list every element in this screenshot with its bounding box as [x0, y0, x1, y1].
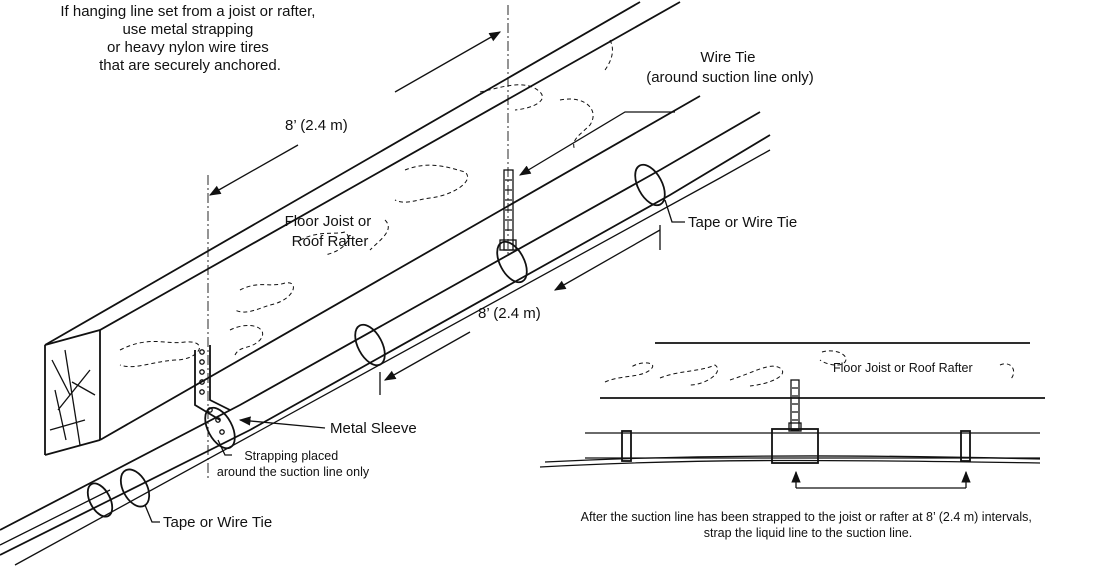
- dimension-arrow-upper-right: [394, 31, 502, 93]
- leader-strapping: [217, 439, 232, 456]
- inset-diagram: [539, 342, 1045, 489]
- dimension-arrow-lower-left: [383, 331, 471, 381]
- leader-metal-sleeve: [238, 416, 326, 429]
- strapping-label: Strapping placed around the suction line…: [217, 449, 370, 479]
- metal-sleeve-label: Metal Sleeve: [330, 420, 417, 437]
- leader-wire-tie: [518, 111, 675, 176]
- wire-tie-label: Wire Tie (around suction line only): [646, 49, 814, 86]
- floor-joist-label: Floor Joist or Roof Rafter: [285, 213, 376, 250]
- suction-line: [0, 111, 771, 566]
- leader-tape-right: [664, 199, 685, 223]
- spacing-label-upper: 8’ (2.4 m): [285, 117, 348, 134]
- leader-tape-left: [144, 504, 160, 523]
- inset-joist-label: Floor Joist or Roof Rafter: [833, 361, 973, 375]
- spacing-label-lower: 8’ (2.4 m): [478, 305, 541, 322]
- dimension-arrow-upper-left: [208, 144, 299, 196]
- inset-caption: After the suction line has been strapped…: [581, 510, 1036, 540]
- top-note: If hanging line set from a joist or raft…: [60, 3, 319, 74]
- tape-wire-tie-label-right: Tape or Wire Tie: [688, 214, 797, 231]
- tape-wire-tie-label-left: Tape or Wire Tie: [163, 514, 272, 531]
- wire-tie-strap: [499, 169, 517, 251]
- metal-strap: [194, 345, 231, 435]
- dimension-arrow-lower-right: [553, 229, 661, 291]
